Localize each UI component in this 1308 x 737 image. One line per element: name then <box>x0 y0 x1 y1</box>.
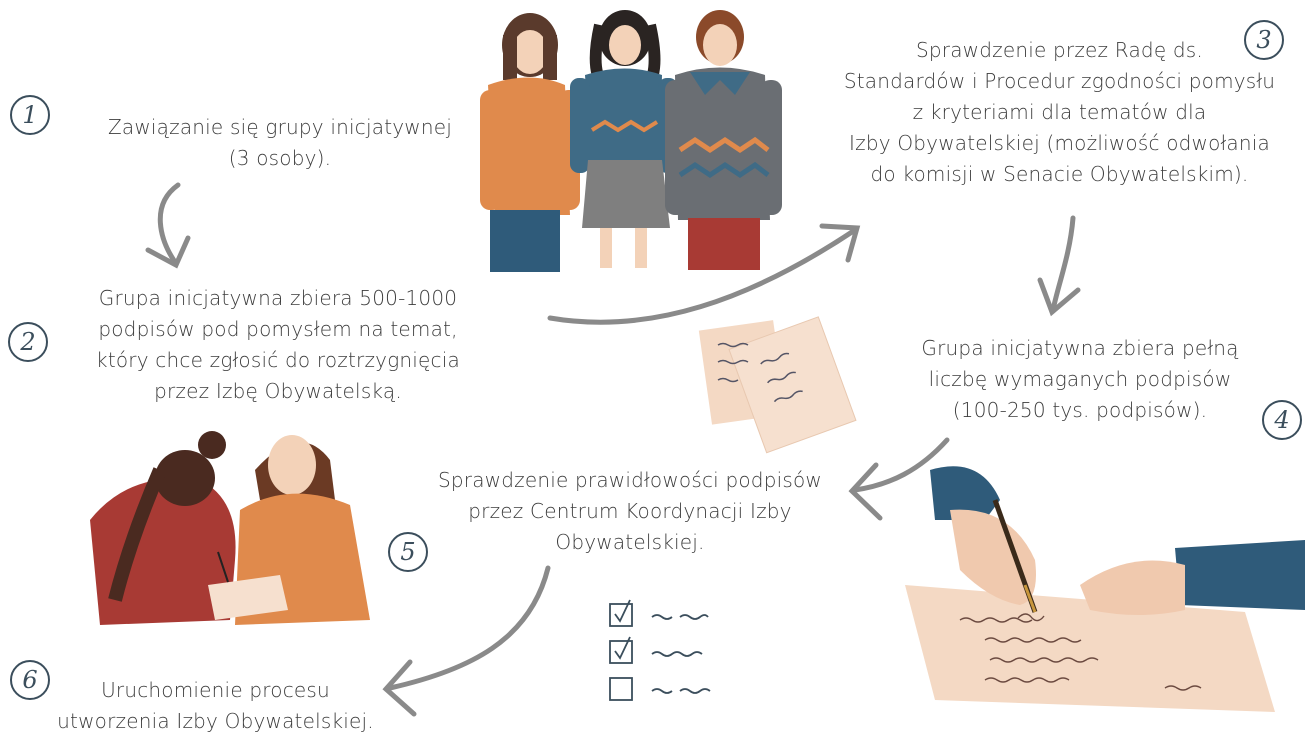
step-4-number: 4 <box>1262 400 1302 440</box>
step-6-text: Uruchomienie procesu utworzenia Izby Oby… <box>57 678 374 733</box>
arrow-1-to-2 <box>157 182 181 265</box>
two-women-signing-illustration <box>90 431 370 625</box>
three-people-illustration <box>480 10 782 272</box>
flow-arrows <box>145 182 1081 717</box>
step-2-number: 2 <box>8 322 48 362</box>
papers-illustration <box>698 316 857 454</box>
arrow-5-to-6 <box>387 565 551 691</box>
step-5-number: 5 <box>388 532 428 572</box>
arrow-2-to-3-head <box>819 223 861 263</box>
step-2-text: Grupa inicjatywna zbiera 500-1000 podpis… <box>96 286 460 403</box>
arrow-1-to-2-head <box>145 235 191 269</box>
arrow-5-to-6-head <box>382 659 417 717</box>
step-1-text: Zawiązanie się grupy inicjatywnej (3 oso… <box>108 115 452 170</box>
step-5-text: Sprawdzenie prawidłowości podpisów przez… <box>438 468 822 554</box>
step-3-text: Sprawdzenie przez Radę ds. Standardów i … <box>843 38 1276 186</box>
step-3-number: 3 <box>1244 20 1284 60</box>
arrow-2-to-3 <box>547 227 858 325</box>
arrow-4-to-5-head <box>848 462 883 521</box>
hand-signing-illustration <box>905 466 1305 712</box>
step-1-number: 1 <box>10 95 50 135</box>
arrow-3-to-4 <box>1050 215 1076 313</box>
arrow-4-to-5 <box>852 437 950 493</box>
checklist-illustration <box>609 599 711 701</box>
arrow-3-to-4-head <box>1037 277 1081 317</box>
step-4-text: Grupa inicjatywna zbiera pełną liczbę wy… <box>921 336 1239 422</box>
step-6-number: 6 <box>10 660 50 700</box>
